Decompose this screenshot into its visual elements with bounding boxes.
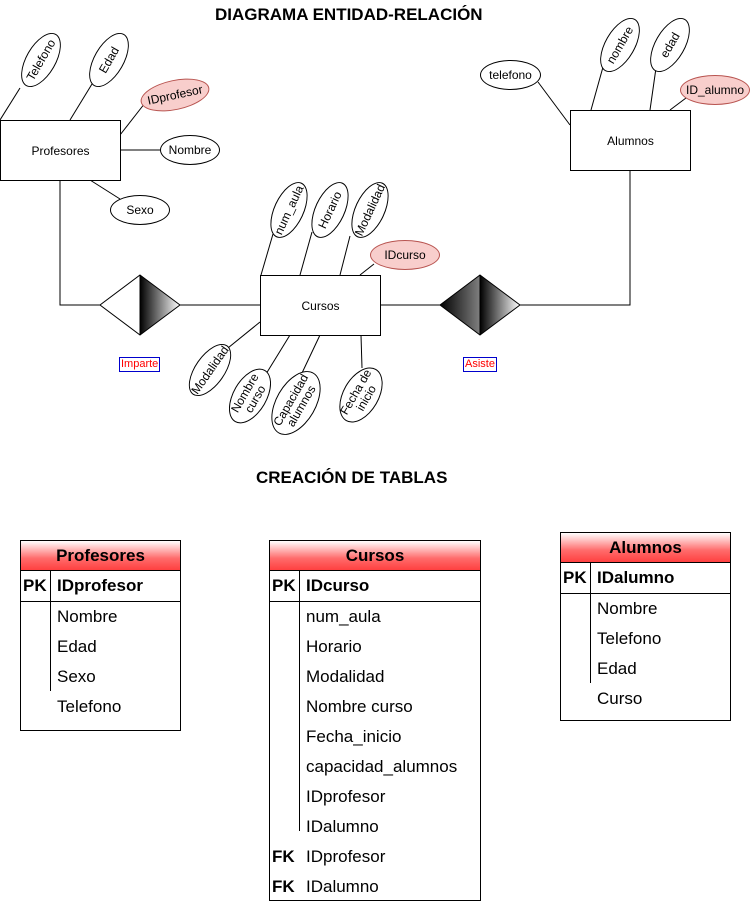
- field-name: Nombre: [57, 607, 118, 626]
- field-name: Edad: [57, 637, 97, 656]
- er-connectors: [0, 66, 687, 375]
- field-name: Telefono: [57, 697, 122, 716]
- pk-label: PK: [272, 576, 296, 595]
- table-cursos-title: Cursos: [270, 541, 480, 571]
- line-prof-imparte: [59, 180, 100, 306]
- field-name: Horario: [306, 637, 362, 656]
- column-divider: [50, 571, 51, 691]
- pk-label: PK: [23, 576, 47, 595]
- column-divider: [299, 571, 300, 831]
- line-cursos-nombre-curso: [265, 334, 291, 375]
- table-alumnos: Alumnos PK IDalumno Nombre Telefono Edad…: [560, 532, 731, 721]
- entity-cursos: Cursos: [260, 275, 381, 336]
- field-name: Telefono: [597, 629, 662, 648]
- table-profesores: Profesores PK IDprofesor Nombre Edad Sex…: [20, 540, 181, 731]
- tables-section-title: CREACIÓN DE TABLAS: [256, 468, 448, 487]
- line-alum-id: [669, 97, 687, 111]
- line-prof-telefono: [0, 87, 21, 121]
- entity-profesores: Profesores: [0, 120, 121, 181]
- asiste-diamond-fill-right: [480, 275, 520, 335]
- table-row: Nombre: [21, 602, 180, 632]
- table-cursos: Cursos PK IDcurso num_aula Horario Modal…: [269, 540, 481, 901]
- pk-field: IDalumno: [597, 568, 675, 587]
- line-alum-edad: [649, 67, 657, 111]
- fk-label: FK: [272, 877, 295, 896]
- table-row: Curso: [561, 684, 730, 714]
- pk-field: IDprofesor: [57, 576, 143, 595]
- table-row: Sexo: [21, 662, 180, 692]
- fk-field: IDalumno: [306, 877, 379, 896]
- field-name: Nombre: [597, 599, 658, 618]
- line-cursos-fecha-inicio: [360, 334, 363, 369]
- line-cursos-modalidad-top: [339, 235, 351, 276]
- column-divider: [590, 563, 591, 683]
- table-alumnos-pk-row: PK IDalumno: [561, 563, 730, 594]
- table-row: Nombre: [561, 594, 730, 624]
- field-name: Nombre curso: [306, 697, 413, 716]
- line-prof-idprofesor: [119, 102, 146, 136]
- field-name: Curso: [597, 689, 643, 708]
- field-name: Sexo: [57, 667, 96, 686]
- field-name: Edad: [597, 659, 637, 678]
- table-profesores-title: Profesores: [21, 541, 180, 571]
- imparte-diamond-right: [140, 275, 180, 335]
- field-name: num_aula: [306, 607, 381, 626]
- table-row: Horario: [270, 632, 480, 662]
- field-name: Fecha_inicio: [306, 727, 402, 746]
- field-name: capacidad_alumnos: [306, 757, 458, 776]
- line-cursos-horario: [299, 231, 313, 276]
- field-name: IDprofesor: [306, 787, 386, 806]
- table-row: Modalidad: [270, 662, 480, 692]
- fk-row: FK IDalumno: [270, 872, 480, 902]
- fk-field: IDprofesor: [306, 847, 386, 866]
- pk-field: IDcurso: [306, 576, 370, 595]
- line-alum-telefono: [537, 81, 571, 126]
- table-row: Telefono: [21, 692, 180, 722]
- line-cursos-capacidad: [301, 334, 321, 374]
- line-alum-nombre: [590, 66, 604, 111]
- table-row: Fecha_inicio: [270, 722, 480, 752]
- attr-prof-nombre: Nombre: [160, 135, 220, 165]
- field-name: Modalidad: [306, 667, 385, 686]
- pk-label: PK: [563, 568, 587, 587]
- field-name: IDalumno: [306, 817, 379, 836]
- table-row: Edad: [561, 654, 730, 684]
- attr-alum-telefono: telefono: [480, 60, 541, 90]
- table-alumnos-title: Alumnos: [561, 533, 730, 563]
- line-cursos-num-aula: [260, 233, 274, 276]
- table-row: capacidad_alumnos: [270, 752, 480, 782]
- table-row: IDalumno: [270, 812, 480, 842]
- table-profesores-pk-row: PK IDprofesor: [21, 571, 180, 602]
- er-diagram-title: DIAGRAMA ENTIDAD-RELACIÓN: [215, 5, 483, 24]
- fk-label: FK: [272, 847, 295, 866]
- entity-alumnos: Alumnos: [570, 110, 691, 171]
- table-cursos-pk-row: PK IDcurso: [270, 571, 480, 602]
- line-prof-edad: [69, 83, 93, 121]
- table-row: Edad: [21, 632, 180, 662]
- attr-alum-id: ID_alumno: [680, 75, 750, 105]
- table-row: num_aula: [270, 602, 480, 632]
- table-row: IDprofesor: [270, 782, 480, 812]
- attr-cursos-idcurso: IDcurso: [370, 240, 440, 270]
- line-cursos-idcurso: [359, 263, 375, 276]
- attr-prof-sexo: Sexo: [110, 195, 170, 225]
- table-row: Telefono: [561, 624, 730, 654]
- table-row: Nombre curso: [270, 692, 480, 722]
- line-prof-sexo: [89, 179, 121, 200]
- relationship-imparte-label: Imparte: [119, 357, 161, 372]
- fk-row: FK IDprofesor: [270, 842, 480, 872]
- line-asiste-alumnos: [520, 170, 631, 306]
- relationship-asiste-label: Asiste: [463, 357, 497, 372]
